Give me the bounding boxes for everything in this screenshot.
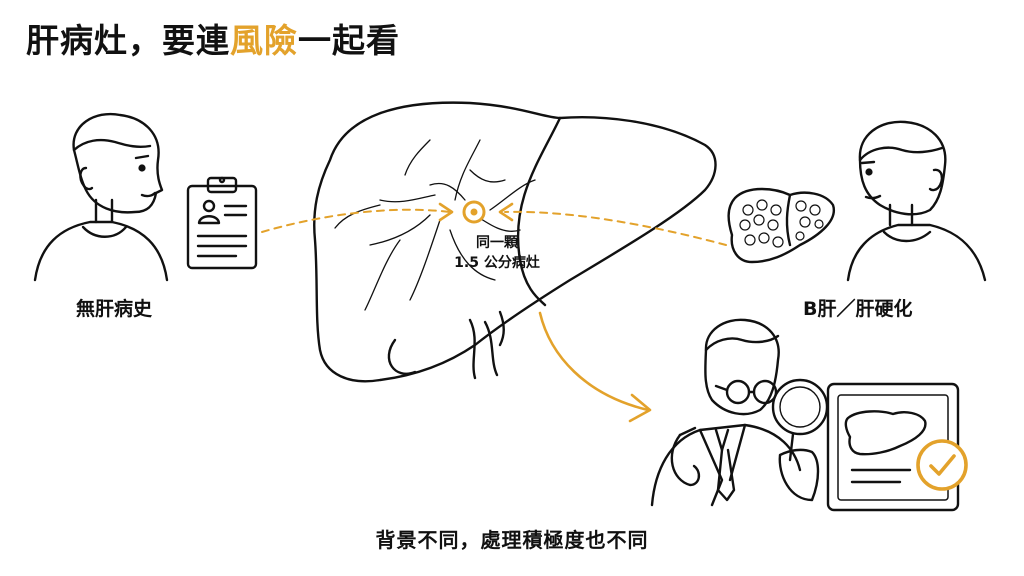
right-person-icon — [846, 120, 987, 282]
lesion-label: 同一顆 1.5 公分病灶 — [437, 233, 557, 273]
page-title: 肝病灶，要連風險一起看 — [26, 14, 400, 62]
title-highlight: 風險 — [230, 21, 298, 60]
cirrhotic-liver-icon — [727, 187, 836, 264]
dashed-arrows — [261, 208, 727, 246]
title-part2: 一起看 — [298, 21, 400, 60]
checkmark-icon — [916, 439, 968, 491]
solid-arrow — [538, 311, 652, 423]
arrow-head-right — [498, 202, 514, 222]
right-person-label: B肝／肝硬化 — [803, 298, 913, 320]
lesion-line1: 同一顆 — [476, 235, 518, 251]
footer-caption: 背景不同，處理積極度也不同 — [375, 528, 649, 552]
lesion-marker — [462, 200, 486, 224]
arrow-head-left — [438, 202, 454, 222]
title-part1: 肝病灶，要連 — [26, 21, 230, 60]
doctor-icon — [650, 318, 802, 507]
clipboard-icon — [186, 176, 258, 270]
left-person-icon — [33, 112, 169, 282]
left-person-label: 無肝病史 — [76, 298, 153, 320]
lesion-line2: 1.5 公分病灶 — [454, 255, 540, 271]
